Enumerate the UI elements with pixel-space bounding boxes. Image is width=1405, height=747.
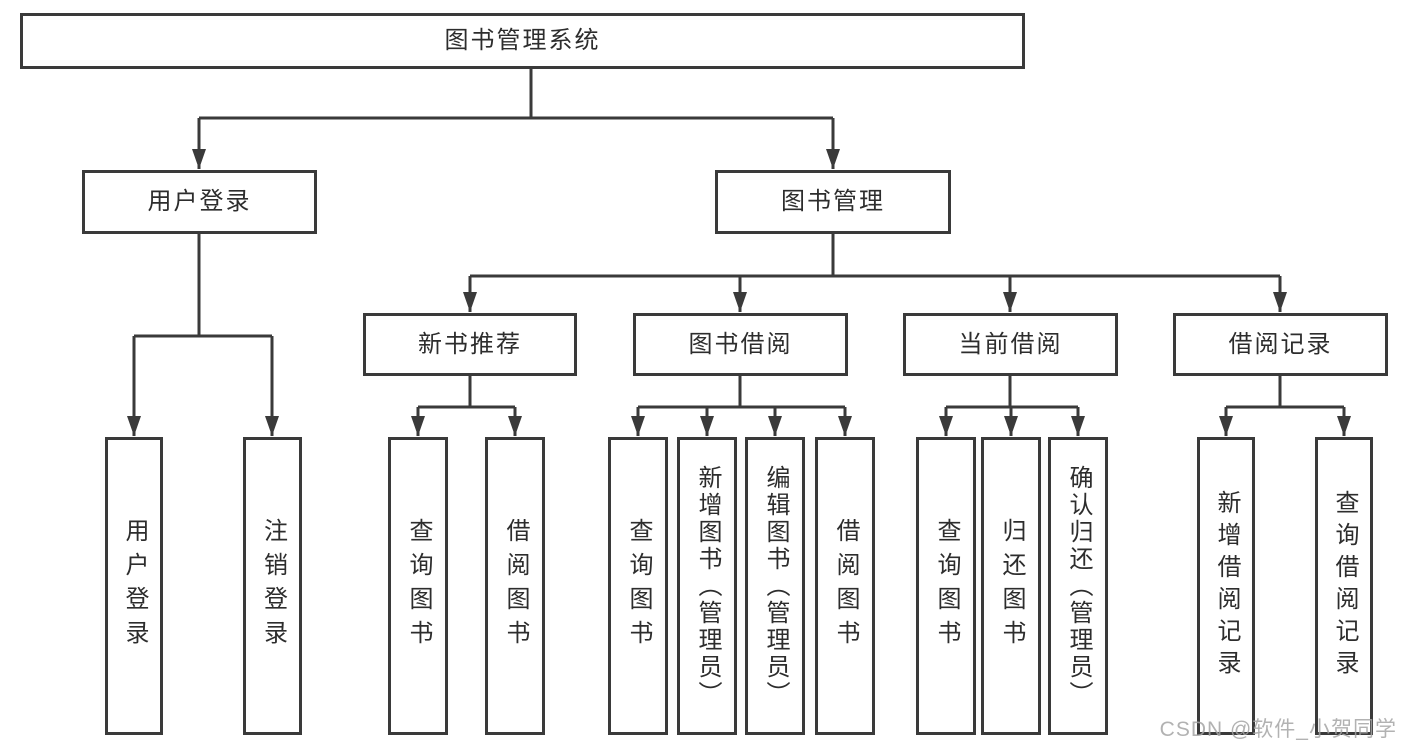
node-system-root: 图书管理系统 [20, 13, 1025, 69]
node-label: 借阅记录 [1228, 330, 1333, 358]
leaf-query-borrow-record: 查询借阅记录 [1315, 437, 1373, 735]
leaf-query-book: 查询图书 [388, 437, 448, 735]
node-label: 确认归还（管理员） [1065, 464, 1092, 708]
node-label: 查询借阅记录 [1331, 490, 1358, 682]
node-label: 注销登录 [259, 518, 287, 654]
node-label: 图书管理系统 [444, 27, 601, 54]
node-book-borrow: 图书借阅 [633, 313, 848, 376]
node-label: 编辑图书（管理员） [762, 464, 789, 708]
leaf-logout: 注销登录 [243, 437, 302, 735]
node-label: 查询图书 [405, 518, 432, 654]
node-label: 图书借阅 [688, 330, 793, 358]
node-label: 归还图书 [998, 518, 1025, 654]
leaf-return-book: 归还图书 [981, 437, 1041, 735]
leaf-query-book: 查询图书 [608, 437, 668, 735]
node-label: 新增图书（管理员） [694, 464, 721, 708]
node-label: 用户登录 [121, 518, 148, 654]
leaf-query-book: 查询图书 [916, 437, 976, 735]
leaf-borrow-book: 借阅图书 [485, 437, 545, 735]
leaf-add-borrow-record: 新增借阅记录 [1197, 437, 1255, 735]
node-label: 查询图书 [625, 518, 652, 654]
node-label: 新书推荐 [418, 330, 522, 358]
node-borrow-record: 借阅记录 [1173, 313, 1388, 376]
node-new-book-recommend: 新书推荐 [363, 313, 577, 376]
leaf-edit-book-admin: 编辑图书（管理员） [745, 437, 805, 735]
node-label: 查询图书 [933, 518, 960, 654]
node-label: 借阅图书 [502, 518, 529, 654]
node-label: 图书管理 [781, 188, 885, 215]
node-user-login: 用户登录 [82, 170, 317, 234]
leaf-confirm-return-admin: 确认归还（管理员） [1048, 437, 1108, 735]
node-label: 新增借阅记录 [1213, 490, 1240, 682]
node-book-management: 图书管理 [715, 170, 951, 234]
leaf-add-book-admin: 新增图书（管理员） [677, 437, 737, 735]
leaf-borrow-book: 借阅图书 [815, 437, 875, 735]
node-label: 当前借阅 [958, 330, 1063, 358]
node-label: 用户登录 [147, 188, 252, 215]
leaf-user-login: 用户登录 [105, 437, 163, 735]
csdn-watermark: CSDN @软件_小贺同学 [1159, 718, 1397, 741]
node-current-borrow: 当前借阅 [903, 313, 1118, 376]
node-label: 借阅图书 [832, 518, 859, 654]
